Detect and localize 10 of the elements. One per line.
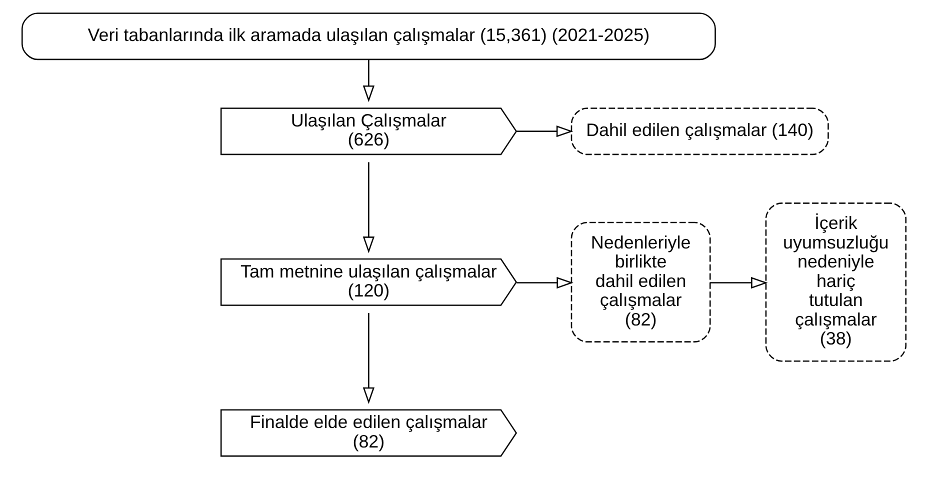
arrow <box>516 276 574 289</box>
arrow <box>362 162 375 254</box>
arrow <box>362 313 375 404</box>
arrow <box>362 60 375 102</box>
node-box: Dahil edilen çalışmalar (140) <box>570 108 829 156</box>
node-box: İçerik uyumsuzluğu nedeniyle hariç tutulan çalışmalar (38) <box>765 202 906 362</box>
node-box: Nedenleriyle birlikte dahil edilen çalışmalar (82) <box>570 222 711 342</box>
arrow <box>710 276 768 289</box>
node-box: Veri tabanlarında ilk aramada ulaşılan çalışmalar (15,361) (2021-2025) <box>22 12 716 60</box>
arrow <box>516 125 574 138</box>
